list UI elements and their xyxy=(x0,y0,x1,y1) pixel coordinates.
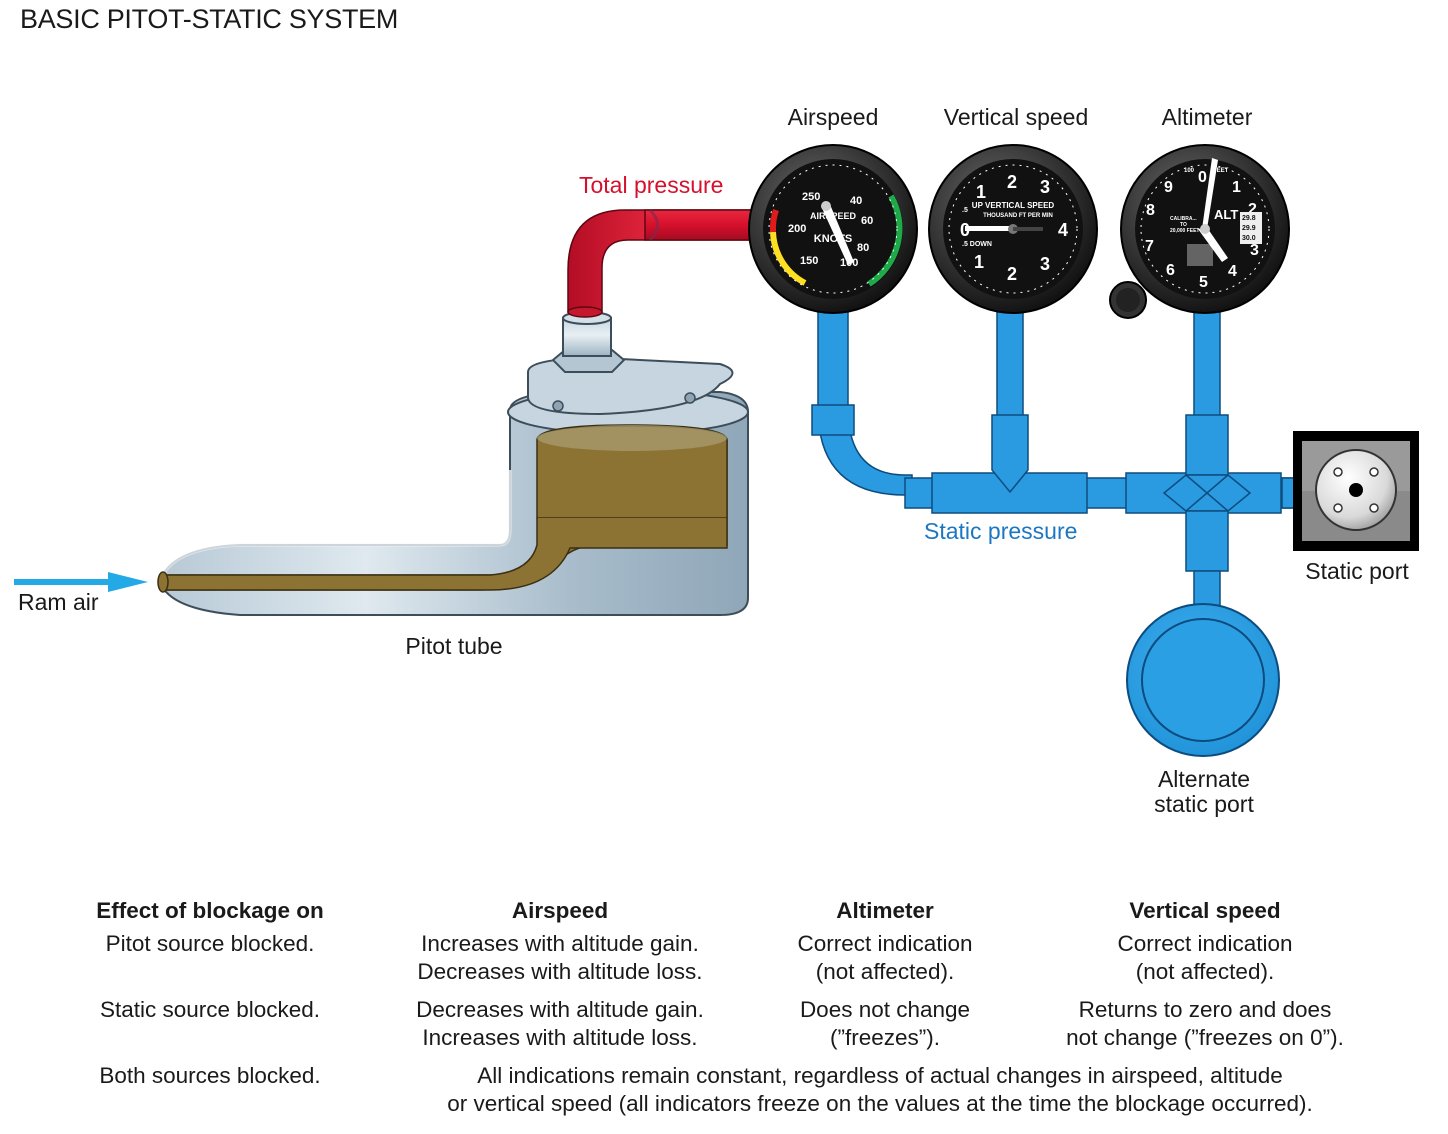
total-pressure-line xyxy=(567,208,761,318)
airspeed-effect: Decreases with altitude gain. Increases … xyxy=(370,996,750,1062)
vsi-num-up-1: 1 xyxy=(976,182,986,202)
vertical-speed-effect: Returns to zero and does not change (”fr… xyxy=(1020,996,1390,1062)
cell-line: Does not change xyxy=(799,997,971,1022)
altimeter-label: Altimeter xyxy=(1161,104,1253,130)
altimeter: 0 1 2 3 4 5 6 7 8 9 ALT 100 FEET CALIBRA… xyxy=(1109,144,1290,319)
cell-line: Decreases with altitude gain. xyxy=(416,997,704,1022)
airspeed-tick-60: 60 xyxy=(861,215,873,227)
static-port xyxy=(1293,431,1419,551)
pitot-tube-label: Pitot tube xyxy=(405,633,503,659)
cell-line: not change (”freezes on 0”). xyxy=(1066,1025,1344,1050)
airspeed-effect: Increases with altitude gain. Decreases … xyxy=(370,930,750,996)
vertical-speed-indicator: 0 1 2 3 4 1 2 3 UP VERTICAL SPEED THOUSA… xyxy=(928,144,1098,314)
table-row: Both sources blocked. All indications re… xyxy=(50,1062,1390,1128)
table-header-row: Effect of blockage on Airspeed Altimeter… xyxy=(50,898,1390,930)
altimeter-effect: Correct indication (not affected). xyxy=(750,930,1020,996)
cell-line: Correct indication xyxy=(1117,931,1293,956)
alt-num-9: 9 xyxy=(1164,179,1173,196)
cell-line: or vertical speed (all indicators freeze… xyxy=(447,1091,1313,1116)
pitot-tube xyxy=(157,311,749,616)
page-title: BASIC PITOT-STATIC SYSTEM xyxy=(20,4,399,34)
vsi-dial-line2: THOUSAND FT PER MIN xyxy=(983,213,1053,219)
alt-kollsman-2: 29.9 xyxy=(1242,225,1256,232)
vertical-speed-effect: Correct indication (not affected). xyxy=(1020,930,1390,996)
alt-kollsman-3: 30.0 xyxy=(1242,235,1256,242)
vsi-num-down-1: 1 xyxy=(974,252,984,272)
cell-line: Returns to zero and does xyxy=(1078,997,1332,1022)
static-pressure-label: Static pressure xyxy=(924,518,1078,544)
alt-num-1: 1 xyxy=(1232,179,1241,196)
row-label: Both sources blocked. xyxy=(99,1063,321,1088)
cell-line: All indications remain constant, regardl… xyxy=(477,1063,1283,1088)
pitot-static-diagram: 250 40 60 200 80 150 100 AIRSPEED KNOTS … xyxy=(14,144,1419,757)
header-altimeter: Altimeter xyxy=(836,898,934,923)
cell-line: (not affected). xyxy=(815,959,955,984)
alt-dial-feet: FEET xyxy=(1213,168,1229,174)
alt-num-2: 2 xyxy=(1248,201,1257,218)
alt-num-8: 8 xyxy=(1146,202,1155,219)
header-airspeed: Airspeed xyxy=(511,898,609,923)
altimeter-effect: Does not change (”freezes”). xyxy=(750,996,1020,1062)
vsi-num-4: 4 xyxy=(1058,220,1068,240)
static-port-label: Static port xyxy=(1305,558,1409,584)
vsi-dial-down: .5 DOWN xyxy=(962,241,992,248)
airspeed-tick-150: 150 xyxy=(800,255,818,267)
vsi-num-down-3: 3 xyxy=(1040,254,1050,274)
table-row: Static source blocked. Decreases with al… xyxy=(50,996,1390,1062)
airspeed-label: Airspeed xyxy=(787,104,879,130)
static-pressure-lines xyxy=(811,299,1299,612)
airspeed-dial-unit: KNOTS xyxy=(814,233,853,245)
vsi-num-down-2: 2 xyxy=(1007,264,1017,284)
blockage-effects-table: Effect of blockage on Airspeed Altimeter… xyxy=(50,898,1390,1128)
airspeed-tick-80: 80 xyxy=(857,242,869,254)
ram-air-arrow xyxy=(14,572,148,592)
airspeed-tick-250: 250 xyxy=(802,191,820,203)
row-label: Pitot source blocked. xyxy=(105,931,315,956)
cell-line: (not affected). xyxy=(1135,959,1275,984)
alt-calibration-1: CALIBRA... xyxy=(1170,216,1197,222)
alt-num-4: 4 xyxy=(1228,263,1237,280)
alt-calibration-2: TO xyxy=(1180,222,1187,228)
alt-calibration-3: 20,000 FEET xyxy=(1170,228,1199,234)
ram-air-label: Ram air xyxy=(18,589,99,615)
alt-num-5: 5 xyxy=(1199,274,1208,291)
airspeed-indicator: 250 40 60 200 80 150 100 AIRSPEED KNOTS xyxy=(748,144,918,314)
row-label: Static source blocked. xyxy=(99,997,321,1022)
airspeed-tick-40: 40 xyxy=(850,195,862,207)
alternate-static-port-label-line2: static port xyxy=(1154,791,1254,817)
cell-line: (”freezes”). xyxy=(829,1025,940,1050)
airspeed-tick-200: 200 xyxy=(788,223,806,235)
alt-num-3: 3 xyxy=(1250,242,1259,259)
alternate-static-port xyxy=(1126,603,1280,757)
alt-dial-label: ALT xyxy=(1214,207,1238,222)
vertical-speed-label: Vertical speed xyxy=(943,104,1089,130)
cell-line: Increases with altitude loss. xyxy=(422,1025,698,1050)
table-row: Pitot source blocked. Increases with alt… xyxy=(50,930,1390,996)
alt-num-7: 7 xyxy=(1145,238,1154,255)
combined-effect: All indications remain constant, regardl… xyxy=(370,1062,1390,1128)
cell-line: Increases with altitude gain. xyxy=(421,931,699,956)
vsi-dial-up: .5 xyxy=(962,207,968,214)
vsi-num-up-3: 3 xyxy=(1040,177,1050,197)
alt-kollsman-1: 29.8 xyxy=(1242,215,1256,222)
cell-line: Decreases with altitude loss. xyxy=(417,959,703,984)
alt-num-6: 6 xyxy=(1166,262,1175,279)
header-effect: Effect of blockage on xyxy=(96,898,324,923)
total-pressure-label: Total pressure xyxy=(579,172,724,198)
vsi-dial-line1: UP VERTICAL SPEED xyxy=(972,201,1055,210)
alt-num-0: 0 xyxy=(1198,169,1207,186)
alt-dial-hundred: 100 xyxy=(1184,168,1195,174)
vsi-num-up-2: 2 xyxy=(1007,172,1017,192)
cell-line: Correct indication xyxy=(797,931,973,956)
header-vertical-speed: Vertical speed xyxy=(1129,898,1281,923)
alternate-static-port-label-line1: Alternate xyxy=(1157,766,1251,792)
